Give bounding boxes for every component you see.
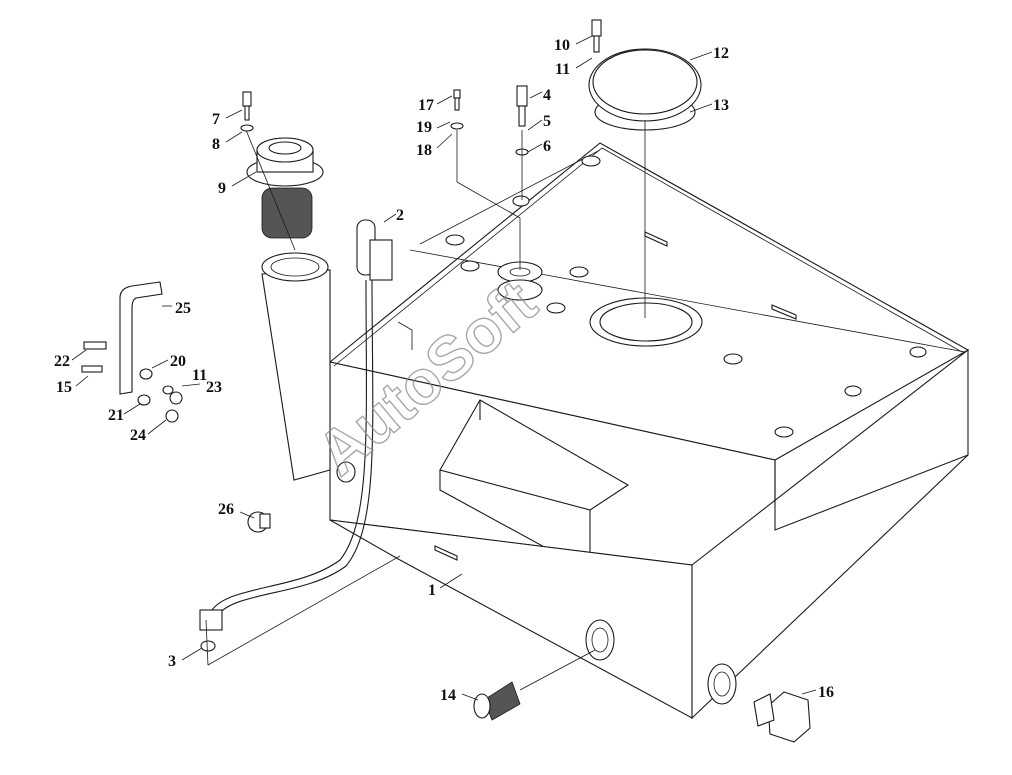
- drain-plug-part-16: [753, 691, 811, 743]
- callout-1: 1: [428, 582, 436, 599]
- callout-8: 8: [212, 136, 220, 153]
- callout-11-top: 11: [555, 61, 570, 78]
- hose-leader-vert: [205, 619, 209, 666]
- cover-plate-part-12: [588, 48, 702, 318]
- filler-strainer-part-9: [245, 129, 331, 481]
- callout-20: 20: [170, 353, 186, 370]
- tank-top-fittings: [434, 155, 927, 561]
- callout-18: 18: [416, 142, 432, 159]
- callout-7: 7: [212, 111, 220, 128]
- callout-26: 26: [218, 501, 234, 518]
- callout-15: 15: [56, 379, 72, 396]
- callout-14: 14: [440, 687, 456, 704]
- callout-22: 22: [54, 353, 70, 370]
- callout-9: 9: [218, 180, 226, 197]
- hose-leader: [207, 555, 401, 666]
- callout-25: 25: [175, 300, 191, 317]
- tank-outlet-bosses: [585, 619, 737, 705]
- callout-2: 2: [396, 207, 404, 224]
- callout-3: 3: [168, 653, 176, 670]
- callout-23: 23: [206, 379, 222, 396]
- filter-part-14: [473, 649, 596, 721]
- callout-labels: 1 2 3 4 5 6 7 8 9 10 11 11 12 13 14 15 1…: [54, 37, 834, 704]
- callout-5: 5: [543, 113, 551, 130]
- bolt-group: [240, 19, 602, 270]
- callout-24: 24: [130, 427, 146, 444]
- fuel-tank-body: [328, 142, 970, 720]
- sender-unit-part-2: [199, 219, 393, 652]
- callout-6: 6: [543, 138, 551, 155]
- callout-12: 12: [713, 45, 729, 62]
- callout-10: 10: [554, 37, 570, 54]
- callout-13: 13: [713, 97, 729, 114]
- plug-part-26: [247, 461, 356, 533]
- bracket-part-25: [81, 281, 183, 423]
- callout-21: 21: [108, 407, 124, 424]
- callout-leaders: [71, 35, 817, 701]
- callout-16: 16: [818, 684, 834, 701]
- callout-11-bracket: 11: [192, 367, 207, 384]
- callout-17: 17: [418, 97, 434, 114]
- callout-4: 4: [543, 87, 551, 104]
- callout-19: 19: [416, 119, 432, 136]
